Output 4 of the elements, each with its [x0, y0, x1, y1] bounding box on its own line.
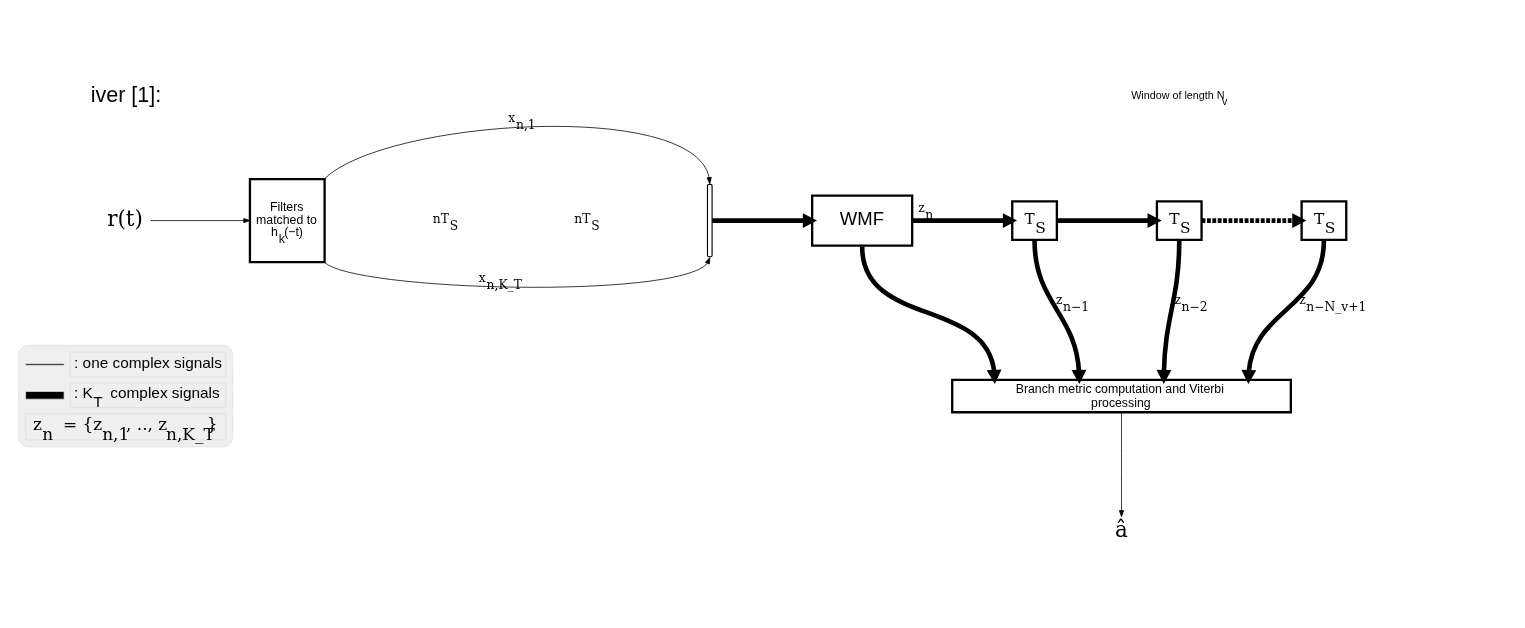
label: iver [1]:	[90, 82, 162, 107]
node-text: â	[1114, 516, 1128, 542]
legend-label: : one complex signals	[74, 353, 222, 371]
node-text: r(t)	[107, 205, 143, 231]
